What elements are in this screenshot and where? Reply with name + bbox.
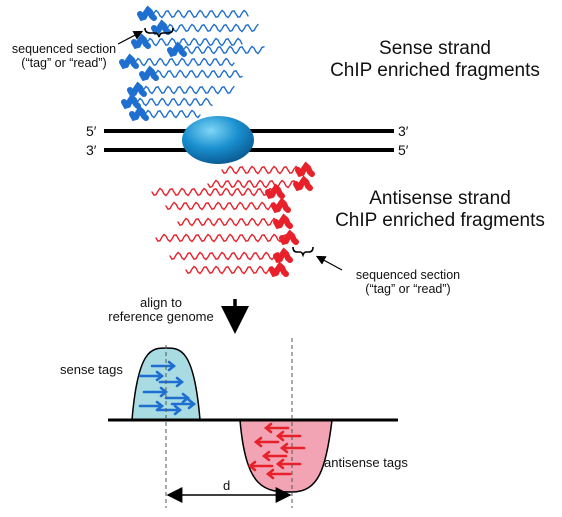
sense-title: Sense strand ChIP enriched fragments xyxy=(318,38,552,82)
antisense-fragment-tag xyxy=(279,229,299,246)
antisense-fragment xyxy=(207,179,301,189)
sense-tag-label-line2: (“tag” or “read”) xyxy=(21,56,107,70)
distance-label: d xyxy=(223,478,231,493)
antisense-tag-arrow xyxy=(263,422,290,434)
antisense-fragment xyxy=(221,165,303,175)
antisense-fragment xyxy=(177,217,281,227)
sense-fragment-tag xyxy=(139,65,159,82)
sense-fragment xyxy=(131,97,213,107)
sense-tag-arrows xyxy=(138,360,197,416)
sense-tag-label: sequenced section (“tag” or “read”) xyxy=(0,42,128,70)
antisense-fragment-tag xyxy=(273,247,293,264)
antisense-title-line1: Antisense strand xyxy=(369,188,511,209)
antisense-tag-label-line2: (“tag” or “read”) xyxy=(365,282,451,296)
antisense-title: Antisense strand ChIP enriched fragments xyxy=(320,188,560,232)
sense-fragment xyxy=(149,69,243,79)
sense-tag-label-line1: sequenced section xyxy=(11,42,117,56)
sense-tags-label: sense tags xyxy=(60,362,123,377)
sense-fragment-tag xyxy=(137,5,157,22)
sense-fragment xyxy=(139,109,201,119)
sense-fragment-tag xyxy=(151,19,171,36)
antisense-tag-label-line1: sequenced section xyxy=(355,268,461,282)
sense-fragment-tag xyxy=(167,41,187,58)
antisense-fragment-tag xyxy=(269,261,289,278)
sense-fragment xyxy=(129,57,235,67)
antisense-fragment xyxy=(169,251,281,261)
sense-tag-pointer xyxy=(117,30,144,45)
antisense-fragment-tag xyxy=(273,213,293,230)
dna-label-top-right: 3′ xyxy=(398,123,409,139)
sense-fragment xyxy=(147,9,249,19)
antisense-fragment xyxy=(155,233,287,243)
antisense-title-line2: ChIP enriched fragments xyxy=(335,210,545,231)
align-label-line2: reference genome xyxy=(108,309,214,324)
sense-tag-arrow xyxy=(138,370,165,382)
sense-fragment-tag xyxy=(129,105,149,122)
sense-tag-arrow xyxy=(142,386,169,398)
align-label: align to reference genome xyxy=(86,296,236,324)
antisense-tag-arrows xyxy=(247,422,306,480)
dna-label-bottom-right: 5′ xyxy=(398,142,409,158)
align-label-line1: align to xyxy=(140,295,182,310)
antisense-tag-arrow xyxy=(275,430,302,442)
antisense-fragment xyxy=(165,201,279,211)
sense-title-line2: ChIP enriched fragments xyxy=(330,60,540,81)
antisense-tag-arrow xyxy=(261,450,288,462)
antisense-fragment-tag xyxy=(293,175,313,192)
sense-tag-arrow xyxy=(170,398,197,410)
antisense-tag-pointer xyxy=(315,255,343,271)
sense-tag-arrow xyxy=(150,360,177,372)
sense-tag-arrow xyxy=(156,404,183,416)
sense-fragment-tag xyxy=(121,93,141,110)
sense-fragment xyxy=(137,85,235,95)
sense-fragment-tag xyxy=(131,33,151,50)
dna-label-top-left: 5′ xyxy=(86,123,97,139)
sense-fragment-tag xyxy=(119,53,139,70)
sense-tag-arrow xyxy=(164,392,191,404)
sense-title-line1: Sense strand xyxy=(379,38,491,59)
sense-fragment-tag xyxy=(127,81,147,98)
dna-label-bottom-left: 3′ xyxy=(86,142,97,158)
sense-tag-arrow xyxy=(138,400,165,412)
antisense-fragment-tag xyxy=(271,197,291,214)
sense-fragment xyxy=(161,23,259,33)
antisense-fragment-tag xyxy=(295,161,315,178)
antisense-tag-arrow xyxy=(253,436,280,448)
antisense-tag-arrow xyxy=(275,458,302,470)
antisense-fragment xyxy=(151,187,273,197)
sense-fragment xyxy=(177,45,265,55)
sense-tag-arrow xyxy=(158,376,185,388)
antisense-tags-label: antisense tags xyxy=(324,455,408,470)
sense-fragments xyxy=(119,5,265,122)
sense-fragment xyxy=(141,37,243,47)
antisense-tag-arrow xyxy=(279,442,306,454)
antisense-tag-arrow xyxy=(265,468,292,480)
antisense-fragment-tag xyxy=(265,183,285,200)
antisense-fragments xyxy=(151,161,315,278)
antisense-tag-label: sequenced section (“tag” or “read”) xyxy=(342,268,474,296)
antisense-tag-brace xyxy=(292,246,314,258)
bound-protein xyxy=(182,116,254,164)
antisense-fragment xyxy=(185,265,277,275)
antisense-tag-arrow xyxy=(247,460,274,472)
sense-tag-brace xyxy=(144,27,174,38)
